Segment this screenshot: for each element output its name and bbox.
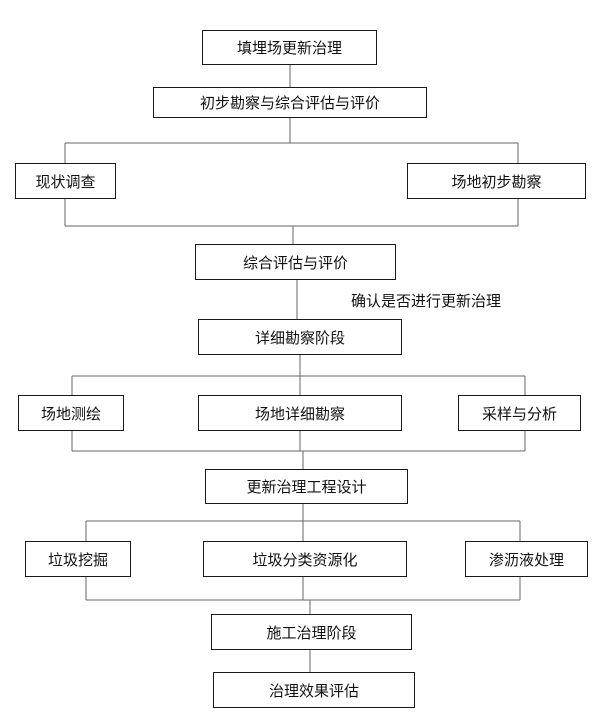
node-leachate-treatment: 渗沥液处理 <box>465 541 588 577</box>
node-construction-stage: 施工治理阶段 <box>211 614 412 650</box>
node-site-mapping: 场地测绘 <box>18 395 124 431</box>
node-sampling-analysis: 采样与分析 <box>458 395 581 431</box>
node-comprehensive-evaluation: 综合评估与评价 <box>195 244 396 280</box>
node-site-preliminary-survey: 场地初步勘察 <box>407 163 586 199</box>
node-preliminary-survey-evaluation: 初步勘察与综合评估与评价 <box>153 87 427 118</box>
node-detailed-survey-stage: 详细勘察阶段 <box>198 319 402 355</box>
note-confirm-renewal: 确认是否进行更新治理 <box>351 292 502 310</box>
node-site-detailed-survey: 场地详细勘察 <box>198 395 402 431</box>
node-effect-evaluation: 治理效果评估 <box>213 672 415 708</box>
node-status-survey: 现状调查 <box>15 163 116 199</box>
node-landfill-renewal: 填埋场更新治理 <box>202 30 377 65</box>
node-engineering-design: 更新治理工程设计 <box>205 469 408 504</box>
node-garbage-excavation: 垃圾挖掘 <box>25 541 131 577</box>
node-garbage-classification: 垃圾分类资源化 <box>203 541 407 577</box>
